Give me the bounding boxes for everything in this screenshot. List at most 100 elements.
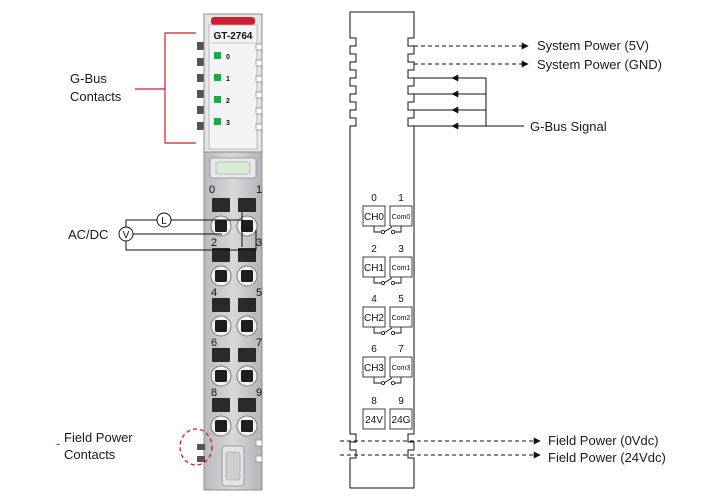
release-slot [212,398,230,412]
channel-num-right: 1 [398,193,404,204]
wire-clamp [241,370,253,382]
power-num-9: 9 [398,396,404,407]
terminal-number-9: 9 [256,387,262,399]
release-slot [212,198,230,212]
terminal-number-3: 3 [256,237,262,249]
channel-label: CH2 [364,313,384,324]
com-label: Com1 [392,265,411,272]
gbus-contacts-label-line2: Contacts [70,89,122,104]
relay-switch-arm [383,277,393,284]
relay-lead-left [373,327,381,334]
field-power-contacts-line2: Contacts [64,447,116,462]
release-slot [238,248,256,262]
wire-clamp [215,320,227,332]
field-power-dash: - [56,436,60,451]
relay-lead-right [395,277,402,284]
relay-lead-right [395,377,402,384]
gbus-contacts-label-line1: G-Bus [70,71,107,86]
upper-housing-notches [255,43,263,131]
relay-contact-point [390,229,395,234]
field-power-contacts-callout: - Field Power Contacts [56,428,213,466]
wire-clamp [215,370,227,382]
wire-clamp [215,220,227,232]
signal-lines [340,42,541,459]
power-label-24v: 24V [365,415,383,426]
channel-num-right: 7 [398,344,404,355]
led-label-1: 1 [226,76,230,83]
system-power-5v-label: System Power (5V) [537,38,649,53]
led-2 [214,96,221,103]
relay-contact-point [390,380,395,385]
release-slot [238,348,256,362]
relay-lead-left [373,277,381,284]
com-label: Com0 [392,214,411,221]
terminal-number-1: 1 [256,184,262,196]
release-slot [212,298,230,312]
v-symbol: V [123,230,130,241]
channel-num-right: 5 [398,294,404,305]
voltage-source-symbol [118,226,134,242]
relay-switch-arm [383,327,393,334]
wire-clamp [241,320,253,332]
power-box-24g [389,408,413,430]
gbus-contacts-callout: G-Bus Contacts [70,32,196,144]
com-label: Com2 [392,315,411,322]
relay-lead-right [395,226,402,233]
release-slot [238,398,256,412]
relay-switch-arm [383,226,393,233]
ac-dc-label: AC/DC [68,227,108,242]
release-slot [212,248,230,262]
terminal-number-7: 7 [256,337,262,349]
field-power-24v-label: Field Power (24Vdc) [548,450,666,465]
led-label-0: 0 [226,54,230,61]
channel-num-left: 0 [371,193,377,204]
ac-dc-wiring [125,212,257,251]
power-label-24g: 24G [392,415,411,426]
red-top-strip [211,17,255,25]
com-label: Com3 [392,365,411,372]
load-symbol [156,212,172,228]
release-slot [212,348,230,362]
led-1 [214,74,221,81]
led-3 [214,118,221,125]
model-label: GT-2764 [214,31,253,42]
terminal-number-8: 8 [211,387,217,399]
relay-lead-right [395,327,402,334]
module-illustration: GT-2764 0 1 2 3 0 1 2 3 4 5 6 7 [197,13,263,491]
l-symbol: L [161,216,167,227]
led-label-2: 2 [226,98,230,105]
channel-num-right: 3 [398,244,404,255]
power-num-8: 8 [371,396,377,407]
channel-label: CH0 [364,212,384,223]
led-0 [214,52,221,59]
channel-label: CH3 [364,363,384,374]
release-slot [238,198,256,212]
terminal-number-6: 6 [211,337,217,349]
terminal-number-2: 2 [211,237,217,249]
relay-switch-arm [383,377,393,384]
wire-clamp [241,270,253,282]
led-panel-face [208,24,258,150]
gbus-contact-pins [197,42,205,130]
release-slot [238,298,256,312]
terminal-grid [210,198,258,437]
relay-lead-left [373,226,381,233]
terminal-number-4: 4 [211,287,217,299]
relay-lead-left [373,377,381,384]
wire-clamp [241,420,253,432]
system-power-gnd-label: System Power (GND) [537,57,662,72]
field-power-contacts-line1: Field Power [64,430,133,445]
wire-clamp [241,220,253,232]
relay-contact-point [390,280,395,285]
terminal-number-0: 0 [209,184,215,196]
relay-contact-point [390,330,395,335]
power-box-24v [362,408,386,430]
wire-clamp [215,270,227,282]
channel-num-left: 6 [371,344,377,355]
channel-num-left: 2 [371,244,377,255]
field-power-0v-label: Field Power (0Vdc) [548,433,659,448]
led-label-3: 3 [226,120,230,127]
gbus-signal-label: G-Bus Signal [530,119,607,134]
